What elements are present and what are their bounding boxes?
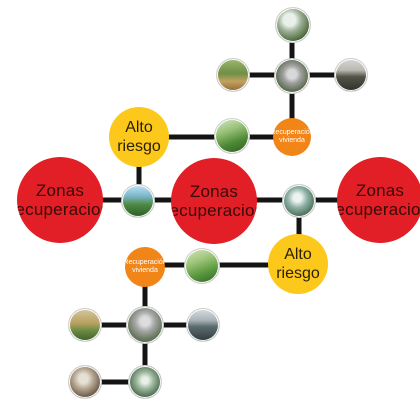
village-photo	[68, 365, 102, 399]
trees-bottom-photo	[126, 306, 164, 344]
field-bottom-photo	[68, 308, 102, 342]
recuperacion-vivienda-top-node: Recuperación vivienda	[273, 118, 311, 156]
zona-recuperacion-right-node: Zonas recuperacion	[337, 157, 420, 243]
recuperacion-vivienda-bottom-node: Recuperación vivienda	[125, 247, 165, 287]
grass-slope-photo	[214, 118, 250, 154]
aerial-bottom-photo	[128, 365, 162, 399]
grass-field-photo	[216, 58, 250, 92]
rail-scene-photo	[334, 58, 368, 92]
river-park-photo	[121, 184, 155, 218]
zona-recuperacion-left-label: Zonas recuperacion	[17, 181, 103, 219]
aerial-town-photo	[282, 184, 316, 218]
trees-scene-photo	[274, 58, 310, 94]
alto-riesgo-bottom-node: Alto riesgo	[268, 234, 328, 294]
recuperacion-vivienda-bottom-label: Recuperación vivienda	[125, 259, 165, 274]
bridge-photo	[186, 308, 220, 342]
grass-slope-bottom-photo	[184, 248, 220, 284]
alto-riesgo-top-label: Alto riesgo	[117, 119, 161, 155]
recuperacion-vivienda-top-label: Recuperación vivienda	[273, 129, 311, 144]
alto-riesgo-bottom-label: Alto riesgo	[276, 246, 320, 282]
zona-recuperacion-left-node: Zonas recuperacion	[17, 157, 103, 243]
waterfall-photo	[275, 7, 311, 43]
zona-recuperacion-center-node: Zonas recuperacion	[171, 158, 257, 244]
alto-riesgo-top-node: Alto riesgo	[109, 107, 169, 167]
zona-recuperacion-center-label: Zonas recuperacion	[171, 182, 257, 220]
zona-recuperacion-right-label: Zonas recuperacion	[337, 181, 420, 219]
